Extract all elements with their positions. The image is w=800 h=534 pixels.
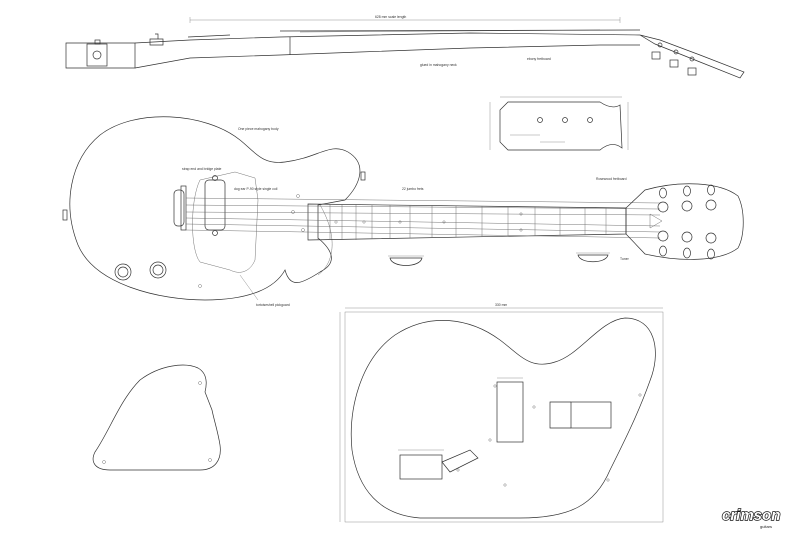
side-profile: 628 mm scale length glued in mahogany ne… [65,15,745,79]
fret-markers [334,212,523,232]
crimson-logo: crimson guitars [721,506,781,529]
headstock-detail [489,96,629,151]
pickguard-drawing [92,364,221,471]
tuners [657,184,717,260]
neck-joint-label: glued in mahogany neck [420,63,457,67]
guitar-top-view: One piece mahogany body strap end and br… [62,116,744,307]
logo-subtitle: guitars [760,524,772,529]
scale-length-label: 628 mm scale length [375,15,406,19]
body-template: 330 mm [339,303,664,523]
pickguard-plate-label: strap end and bridge plate [182,167,222,171]
p90-label: dog ear P-90 style single coil [234,187,278,191]
ebony-board-label: ebony fretboard [527,57,551,61]
body-dim-label: 330 mm [495,303,507,307]
body-material-label: One piece mahogany body [238,127,279,131]
rosewood-label: Rosewood fretboard [596,177,627,181]
fret-note-label: 22 jumbo frets [402,187,424,191]
tuner-label: Tuner [620,257,630,261]
pickguard-label: tortoiseshell pickguard [256,303,290,307]
logo-wordmark: crimson [722,507,780,524]
